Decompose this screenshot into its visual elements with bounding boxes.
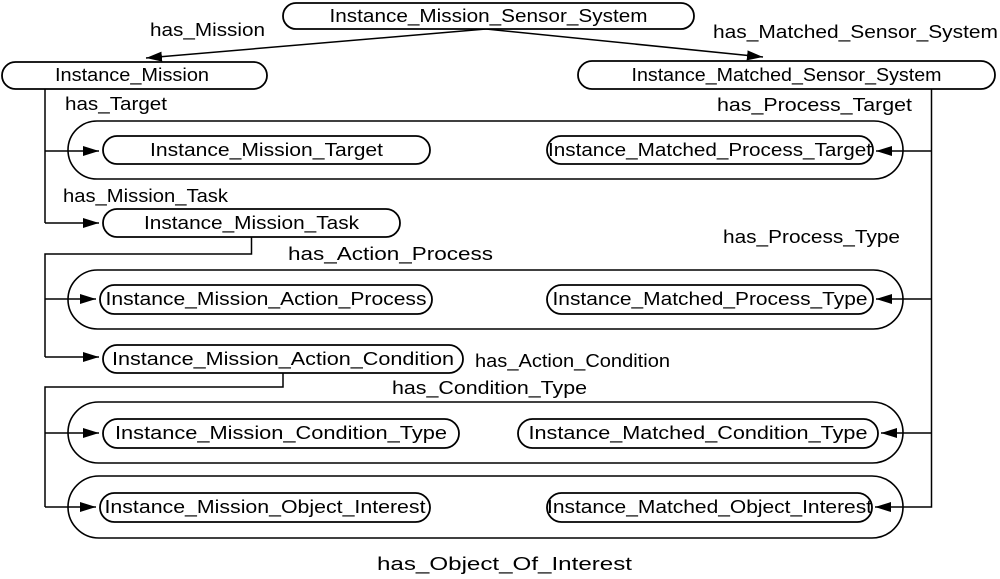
node-instance-mission-task: Instance_Mission_Task [102, 208, 401, 238]
right-rail [875, 89, 933, 512]
node-label: Instance_Mission_Sensor_System [330, 6, 648, 27]
node-label: Instance_Mission_Action_Process [106, 289, 427, 310]
container-object-row [67, 475, 904, 539]
edge-label-has-process-type: has_Process_Type [723, 227, 900, 248]
node-label: Instance_Mission_Action_Condition [112, 349, 454, 370]
container-target-row [67, 120, 904, 180]
node-instance-matched-object-interest: Instance_Matched_Object_Interest [546, 492, 873, 523]
edge-label-has-mission-task: has_Mission_Task [63, 186, 229, 207]
node-instance-mission-object-interest: Instance_Mission_Object_Interest [99, 492, 431, 523]
edge-label-has-process-target: has_Process_Target [717, 95, 912, 116]
node-instance-matched-process-target: Instance_Matched_Process_Target [546, 135, 874, 165]
edge-label-has-condition-type: has_Condition_Type [392, 378, 587, 399]
node-instance-mission-target: Instance_Mission_Target [102, 135, 431, 165]
container-process-row [67, 269, 904, 330]
edge-label-has-object-of-interest: has_Object_Of_Interest [377, 554, 632, 575]
node-instance-matched-sensor-system: Instance_Matched_Sensor_System [577, 60, 996, 90]
node-label: Instance_Mission_Condition_Type [115, 423, 447, 444]
node-label: Instance_Matched_Sensor_System [632, 65, 942, 86]
node-instance-mission-action-condition: Instance_Mission_Action_Condition [102, 344, 464, 374]
node-instance-matched-process-type: Instance_Matched_Process_Type [546, 284, 874, 315]
container-condition-row [67, 401, 904, 464]
edge-label-has-mission: has_Mission [150, 20, 265, 41]
node-label: Instance_Matched_Condition_Type [529, 423, 868, 444]
left-rail-2 [44, 237, 253, 357]
node-label: Instance_Mission [55, 65, 209, 86]
node-label: Instance_Matched_Object_Interest [547, 497, 872, 518]
node-label: Instance_Mission_Object_Interest [105, 497, 426, 518]
edge-has-mission-line [145, 28, 487, 62]
edge-has-matched-sensor-system-line [485, 28, 764, 61]
group-containers [67, 120, 904, 539]
left-rail-3 [44, 373, 284, 507]
edge-label-has-action-process: has_Action_Process [288, 244, 493, 265]
edge-label-has-action-condition: has_Action_Condition [475, 351, 670, 372]
edge-label-has-target: has_Target [65, 94, 167, 115]
edge-labels: has_Mission has_Matched_Sensor_System ha… [63, 20, 998, 575]
node-instance-mission: Instance_Mission [1, 61, 268, 90]
node-label: Instance_Mission_Task [144, 213, 360, 234]
node-instance-matched-condition-type: Instance_Matched_Condition_Type [517, 418, 879, 449]
node-label: Instance_Matched_Process_Type [553, 289, 868, 310]
node-instance-mission-condition-type: Instance_Mission_Condition_Type [102, 418, 460, 449]
node-instance-mission-sensor-system: Instance_Mission_Sensor_System [282, 2, 695, 30]
node-instance-mission-action-process: Instance_Mission_Action_Process [99, 284, 433, 315]
node-label: Instance_Matched_Process_Target [548, 140, 872, 161]
nodes: Instance_Mission_Sensor_System Instance_… [1, 2, 996, 523]
node-label: Instance_Mission_Target [150, 140, 383, 161]
edge-label-has-matched-sensor-system: has_Matched_Sensor_System [713, 22, 998, 43]
